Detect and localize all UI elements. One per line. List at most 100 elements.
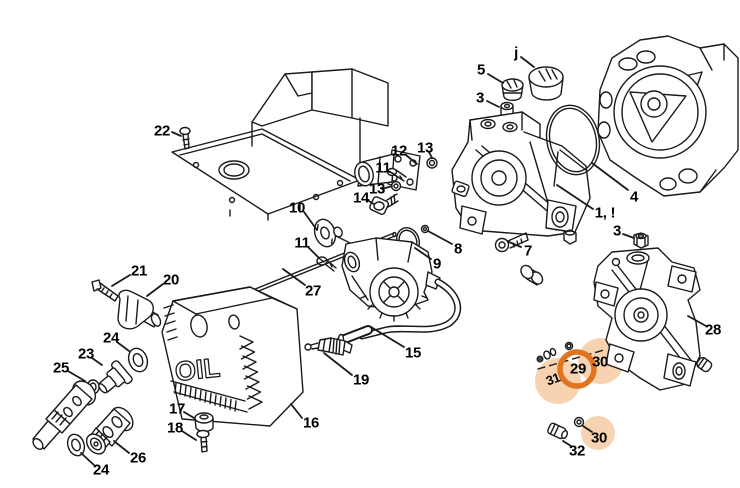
leader-21: [111, 274, 131, 287]
leader-lines: [67, 56, 707, 466]
fitting-23-drawing: [98, 360, 133, 394]
small-parts-30-32-drawing: [547, 416, 585, 440]
nut-small-drawing: [563, 229, 577, 245]
part-label-16[interactable]: 16: [302, 414, 320, 432]
leader-11a: [387, 170, 395, 175]
bushing-drawing: [520, 264, 544, 286]
leader-4: [591, 162, 629, 191]
part-label-15[interactable]: 15: [404, 344, 422, 362]
part-label-10[interactable]: 10: [288, 199, 306, 217]
screw-22-drawing: [179, 126, 191, 150]
part-label-13b[interactable]: 13: [368, 180, 386, 198]
highlight-ring-29[interactable]: [557, 349, 597, 389]
highlight-circle-29a[interactable]: [535, 358, 581, 404]
part-label-11a[interactable]: 11: [375, 159, 391, 177]
leader-13b: [381, 185, 393, 190]
leader-j: [520, 56, 535, 68]
leader-1: [556, 184, 594, 210]
part-label-11b[interactable]: 11: [294, 234, 310, 252]
leader-20: [146, 283, 164, 297]
leader-12: [405, 154, 418, 165]
part-label-26[interactable]: 26: [129, 449, 147, 467]
part-label-17[interactable]: 17: [168, 400, 186, 418]
leader-5: [487, 73, 504, 84]
part-label-23[interactable]: 23: [77, 345, 95, 363]
leader-8: [427, 230, 453, 245]
leader-32: [562, 440, 572, 447]
leader-18: [181, 430, 197, 441]
leader-25: [67, 370, 86, 382]
tank-oil-text: OIL: [173, 352, 221, 387]
part-label-3a[interactable]: 3: [475, 89, 485, 107]
crankcase-drawing: [597, 35, 739, 197]
oil-tank-16-drawing: OIL: [161, 286, 304, 427]
leader-13a: [428, 151, 433, 159]
part-label-13a[interactable]: 13: [416, 139, 434, 157]
oil-cap-j-drawing: [528, 66, 564, 101]
part-label-20[interactable]: 20: [162, 271, 180, 289]
part-label-4[interactable]: 4: [629, 188, 639, 206]
part-label-18[interactable]: 18: [166, 419, 184, 437]
leader-16: [290, 403, 303, 419]
leader-7: [508, 241, 522, 248]
leader-3a: [486, 100, 500, 108]
leader-9: [414, 247, 432, 260]
part-label-1[interactable]: 1, !: [594, 204, 616, 222]
part-label-21[interactable]: 21: [130, 262, 148, 280]
cap-17-screw-18-drawing: [194, 412, 214, 453]
coupling-26-drawing: [85, 406, 134, 455]
hose-15-drawing: [337, 278, 462, 345]
part-label-22[interactable]: 22: [153, 122, 171, 140]
highlight-circle-30b[interactable]: [581, 416, 615, 450]
part-label-12[interactable]: 12: [390, 142, 408, 160]
leader-24a: [116, 341, 130, 352]
part-label-5[interactable]: 5: [476, 61, 486, 79]
part-label-14[interactable]: 14: [352, 189, 370, 207]
coupling-left-drawing: [32, 380, 97, 450]
pump-housing-1-drawing: [451, 111, 591, 237]
part-label-32[interactable]: 32: [568, 442, 586, 460]
plug-small-drawing: [696, 356, 713, 373]
leader-3b: [622, 233, 635, 239]
part-label-28[interactable]: 28: [704, 321, 722, 339]
part-label-19[interactable]: 19: [352, 371, 370, 389]
nut-3b-drawing: [633, 232, 649, 249]
small-parts-29-drawing: [536, 341, 605, 370]
washer-24a-drawing: [127, 347, 149, 373]
o-ring-8-drawing: [420, 224, 430, 234]
part-label-24a[interactable]: 24: [102, 329, 120, 347]
bolt-21-drawing: [91, 279, 119, 302]
part-label-30a[interactable]: 30: [591, 353, 609, 371]
leader-15: [370, 326, 405, 348]
leader-22: [171, 131, 182, 137]
part-label-24b[interactable]: 24: [92, 461, 110, 479]
line-art: OIL: [32, 35, 739, 466]
part-label-3b[interactable]: 3: [612, 222, 622, 240]
fitting-19-drawing: [304, 337, 353, 356]
leader-30b: [582, 425, 593, 433]
part-label-25[interactable]: 25: [52, 359, 70, 377]
leader-19: [323, 352, 353, 376]
leader-28: [687, 315, 707, 327]
leader-23: [91, 357, 103, 366]
part-label-j[interactable]: j: [514, 44, 518, 62]
part-label-8[interactable]: 8: [453, 240, 463, 258]
part-label-30b[interactable]: 30: [590, 429, 608, 447]
leader-24b: [80, 452, 95, 466]
part-label-27[interactable]: 27: [304, 282, 322, 300]
knob-20-drawing: [117, 289, 162, 330]
leader-27: [282, 268, 306, 286]
leader-17: [183, 411, 195, 419]
part-label-29[interactable]: 29: [569, 360, 587, 378]
part-label-9[interactable]: 9: [432, 255, 442, 273]
leader-14: [366, 199, 375, 205]
part-label-7[interactable]: 7: [523, 242, 533, 260]
control-valve-drawing: [333, 226, 441, 322]
leader-11b: [307, 246, 320, 259]
leader-26: [113, 440, 130, 454]
cap-5-drawing: [501, 78, 524, 102]
pump-housing-28-drawing: [593, 247, 701, 391]
washer-24b-drawing: [66, 433, 86, 457]
